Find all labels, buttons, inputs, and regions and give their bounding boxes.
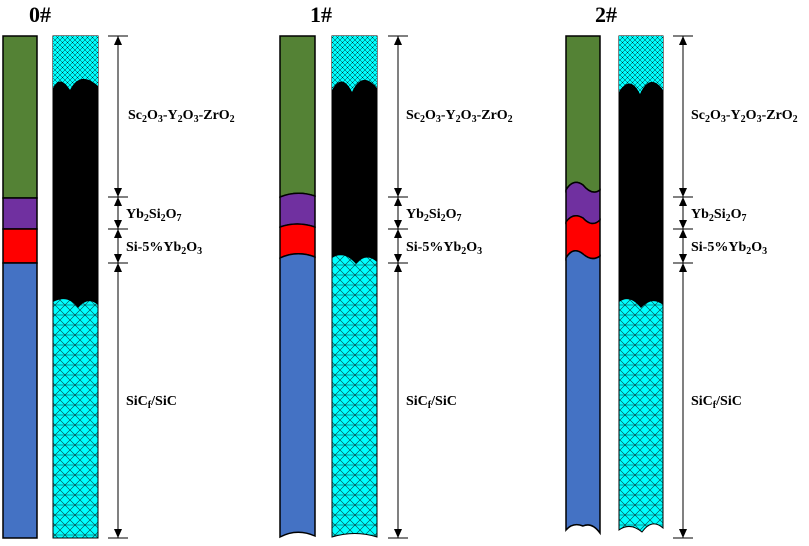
panel-1	[279, 35, 378, 539]
layer-substrate-0	[2, 262, 38, 539]
panel-2	[565, 35, 664, 536]
labels-panel-0: Sc2O3-Y2O3-ZrO2 Yb2Si2O7 Si-5%Yb2O3 SiCf…	[126, 108, 235, 411]
label-yb2si2o7: Yb2Si2O7	[126, 207, 181, 224]
panel-0	[2, 35, 99, 539]
dimension-arrows	[108, 35, 693, 539]
label-substrate: SiCf/SiC	[691, 394, 742, 411]
arrow-heads	[114, 36, 687, 538]
mesh-fine-region-2	[619, 81, 663, 309]
label-bondcoat: Si-5%Yb2O3	[126, 240, 202, 257]
layer-topcoat-0	[2, 35, 38, 199]
labels-panel-2: Sc2O3-Y2O3-ZrO2 Yb2Si2O7 Si-5%Yb2O3 SiCf…	[691, 108, 798, 411]
panel-title-0: 0#	[29, 2, 51, 27]
label-substrate: SiCf/SiC	[126, 394, 177, 411]
mesh-fine-region-1	[332, 79, 377, 265]
label-bondcoat: Si-5%Yb2O3	[691, 240, 767, 257]
layer-topcoat-1	[279, 35, 316, 199]
label-yb2si2o7: Yb2Si2O7	[691, 207, 746, 224]
mesh-column-1	[331, 35, 378, 538]
layer-stack-0	[2, 35, 38, 539]
layer-substrate-2	[565, 250, 601, 536]
mesh-column-2	[618, 35, 664, 533]
layer-yb2si2o7-1	[279, 192, 316, 229]
panel-title-2: 2#	[595, 2, 617, 27]
label-topcoat: Sc2O3-Y2O3-ZrO2	[406, 108, 513, 125]
label-bondcoat: Si-5%Yb2O3	[406, 240, 482, 257]
layer-bondcoat-1	[279, 223, 316, 260]
layer-topcoat-2	[565, 35, 601, 193]
label-topcoat: Sc2O3-Y2O3-ZrO2	[128, 108, 235, 125]
labels-panel-1: Sc2O3-Y2O3-ZrO2 Yb2Si2O7 Si-5%Yb2O3 SiCf…	[406, 108, 513, 411]
mesh-fine-region-0	[53, 78, 98, 308]
panel-title-1: 1#	[310, 2, 332, 27]
label-topcoat: Sc2O3-Y2O3-ZrO2	[691, 108, 798, 125]
mesh-column-0	[52, 35, 99, 539]
layer-bondcoat-0	[2, 228, 38, 264]
layer-substrate-1	[279, 253, 316, 539]
layer-yb2si2o7-0	[2, 197, 38, 230]
label-substrate: SiCf/SiC	[406, 394, 457, 411]
label-yb2si2o7: Yb2Si2O7	[406, 207, 461, 224]
layer-stack-1	[279, 35, 316, 539]
layer-stack-2	[565, 35, 601, 536]
